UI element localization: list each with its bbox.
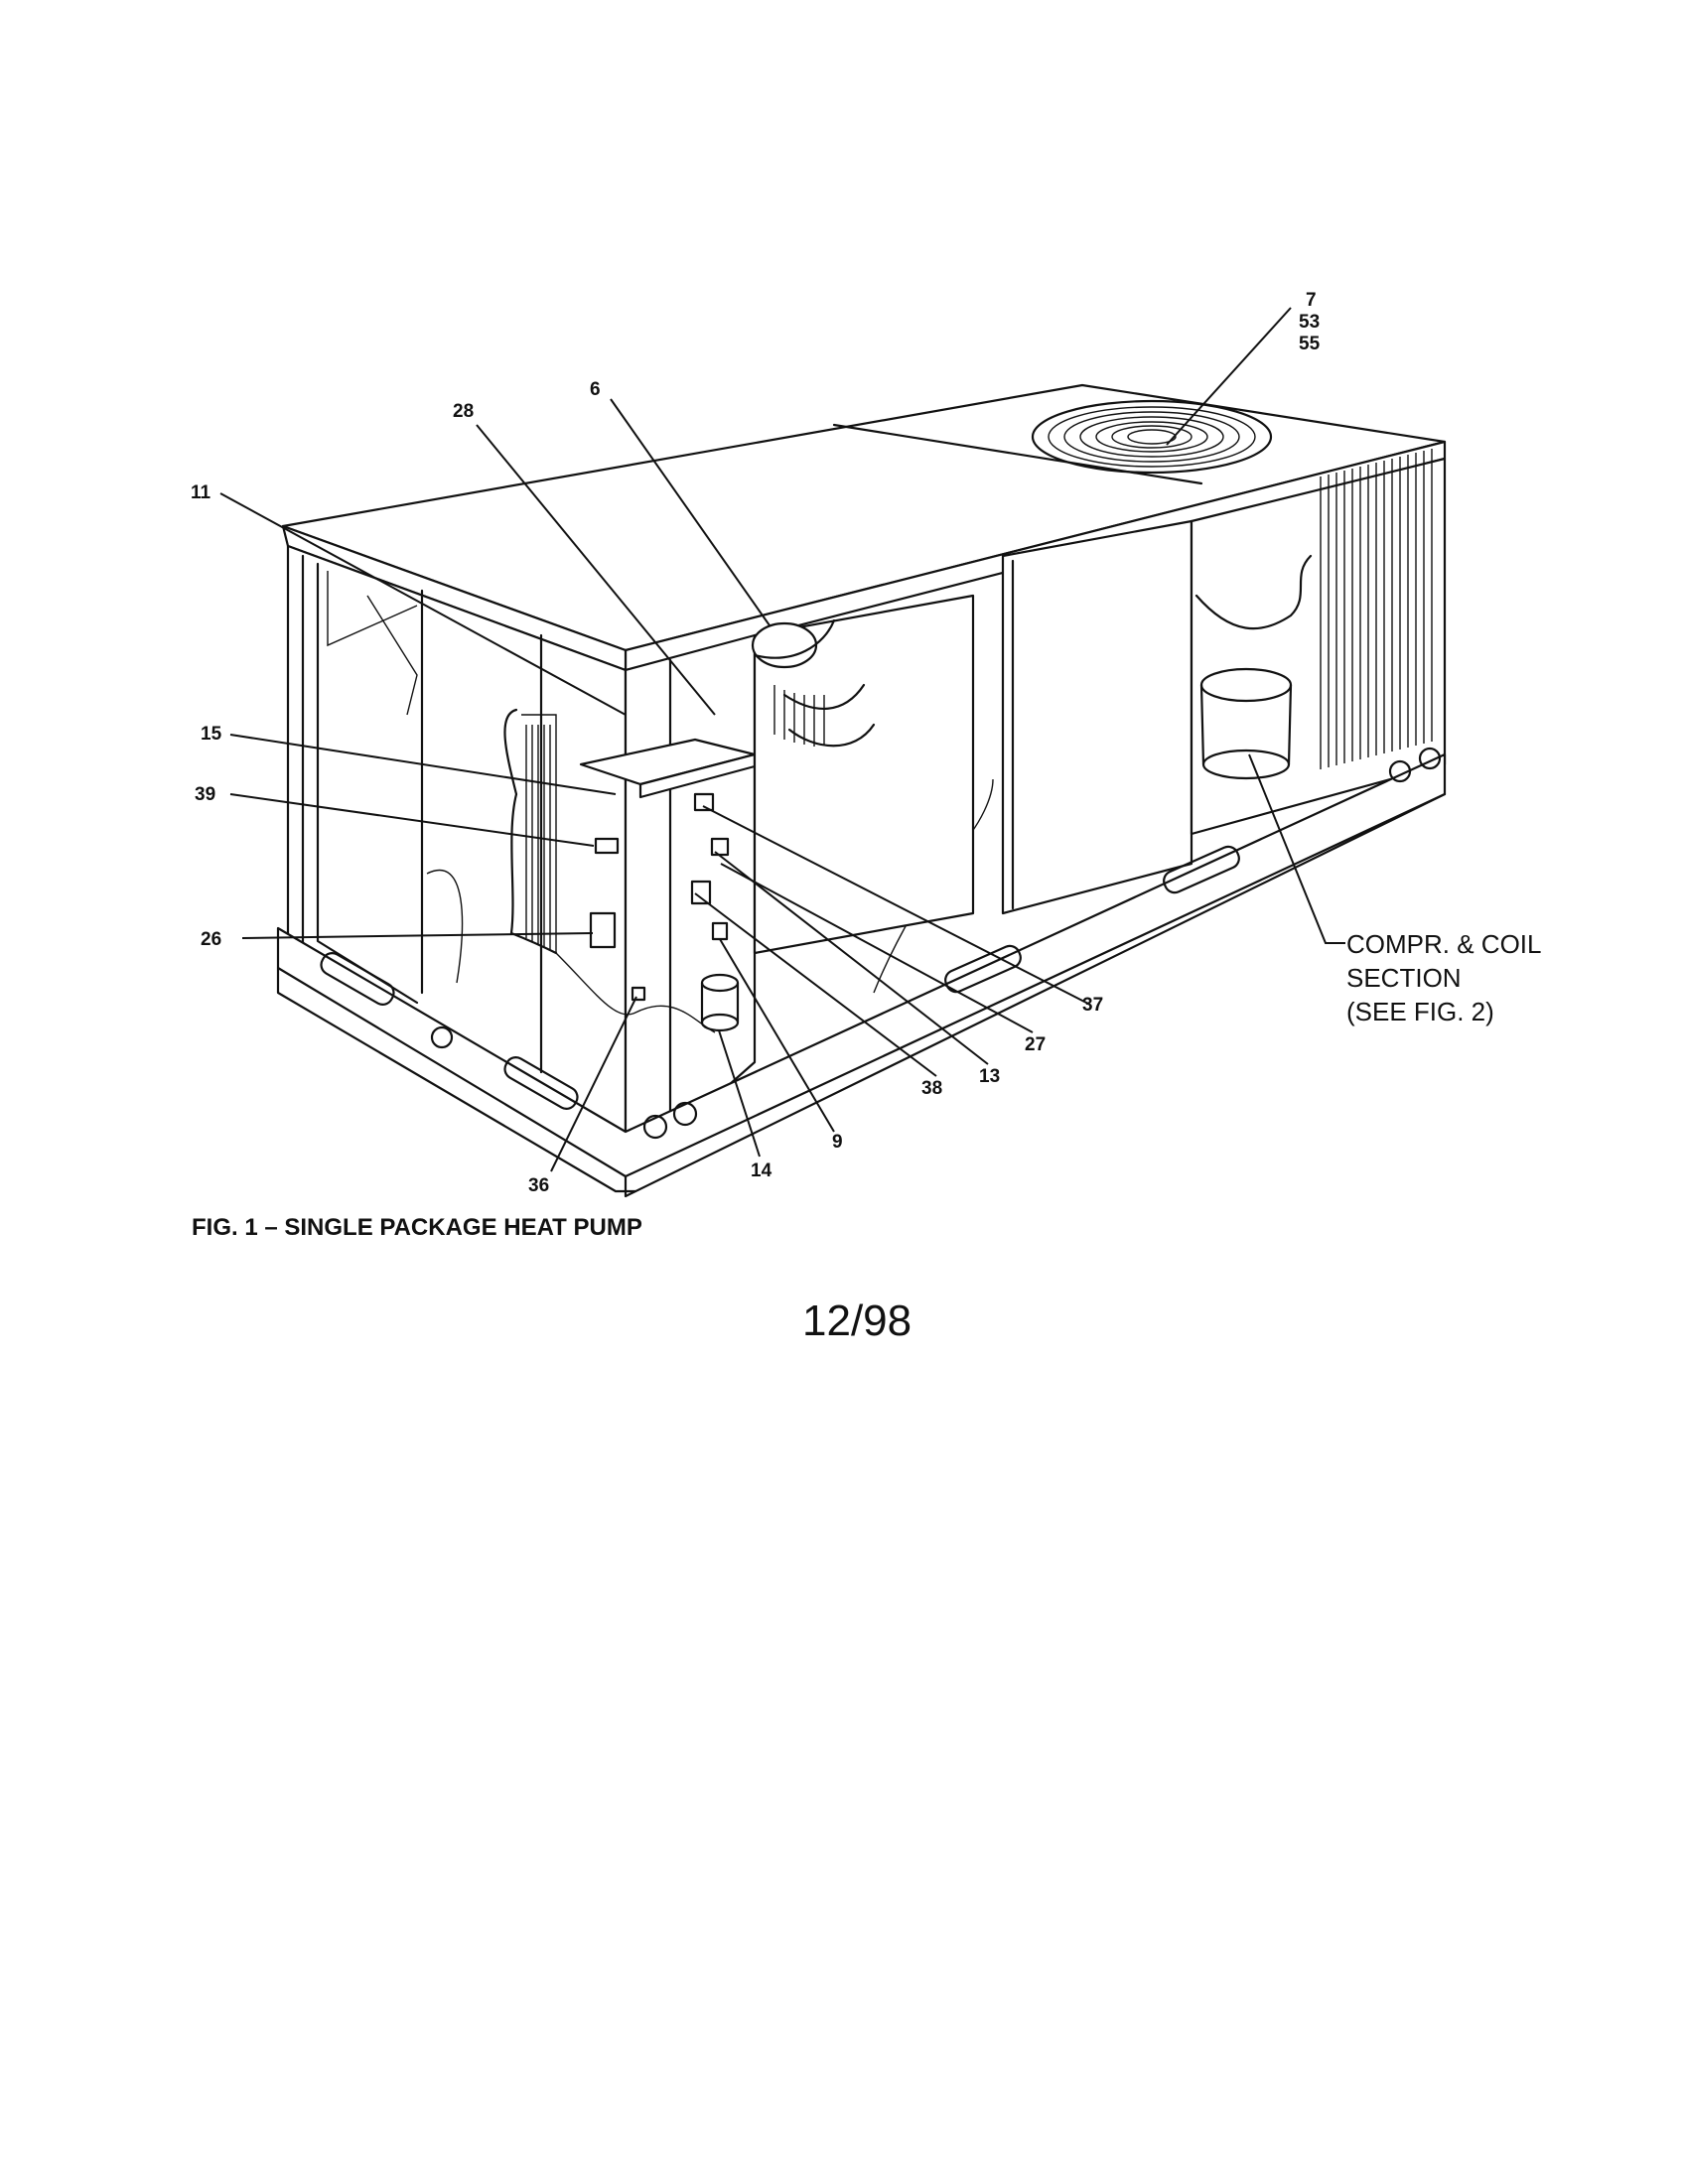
unit-illustration [276,383,1447,1198]
section-note-line1: COMPR. & COIL [1346,929,1541,959]
callout-7: 7 [1306,290,1317,311]
callout-53: 53 [1299,312,1320,333]
component-27 [710,837,730,857]
callout-37: 37 [1082,995,1103,1016]
compressor [1199,667,1293,780]
page-date: 12/98 [802,1297,912,1345]
section-note-line2: SECTION [1346,963,1462,993]
section-note: COMPR. & COIL SECTION (SEE FIG. 2) [1346,929,1541,1026]
evaporator-coil [525,725,551,950]
callout-38: 38 [921,1078,942,1099]
callout-6: 6 [590,379,601,400]
leader-lines [219,307,1345,1172]
capacitor [700,973,740,1032]
callout-39: 39 [195,784,215,805]
condenser-fan-guard [1031,399,1273,475]
component-36 [631,986,646,1002]
callout-13: 13 [979,1066,1000,1087]
component-26 [589,911,617,949]
callout-27: 27 [1025,1034,1046,1055]
component-13 [690,880,712,905]
callout-26: 26 [201,929,221,950]
callout-14: 14 [751,1160,772,1181]
blower-housing [751,594,975,955]
component-38 [711,921,729,941]
component-39 [594,837,620,855]
figure-caption: FIG. 1 – SINGLE PACKAGE HEAT PUMP [192,1214,642,1241]
callout-11: 11 [191,482,211,503]
condenser-coil [1320,449,1433,769]
callout-36: 36 [528,1175,549,1196]
callout-28: 28 [453,401,474,422]
callout-15: 15 [201,724,222,745]
section-note-line3: (SEE FIG. 2) [1346,997,1494,1026]
callout-9: 9 [832,1132,843,1153]
callout-55: 55 [1299,334,1321,354]
component-37 [693,792,715,812]
callouts: 7 53 55 6 28 11 15 39 26 36 14 9 38 13 2… [191,290,1321,1196]
